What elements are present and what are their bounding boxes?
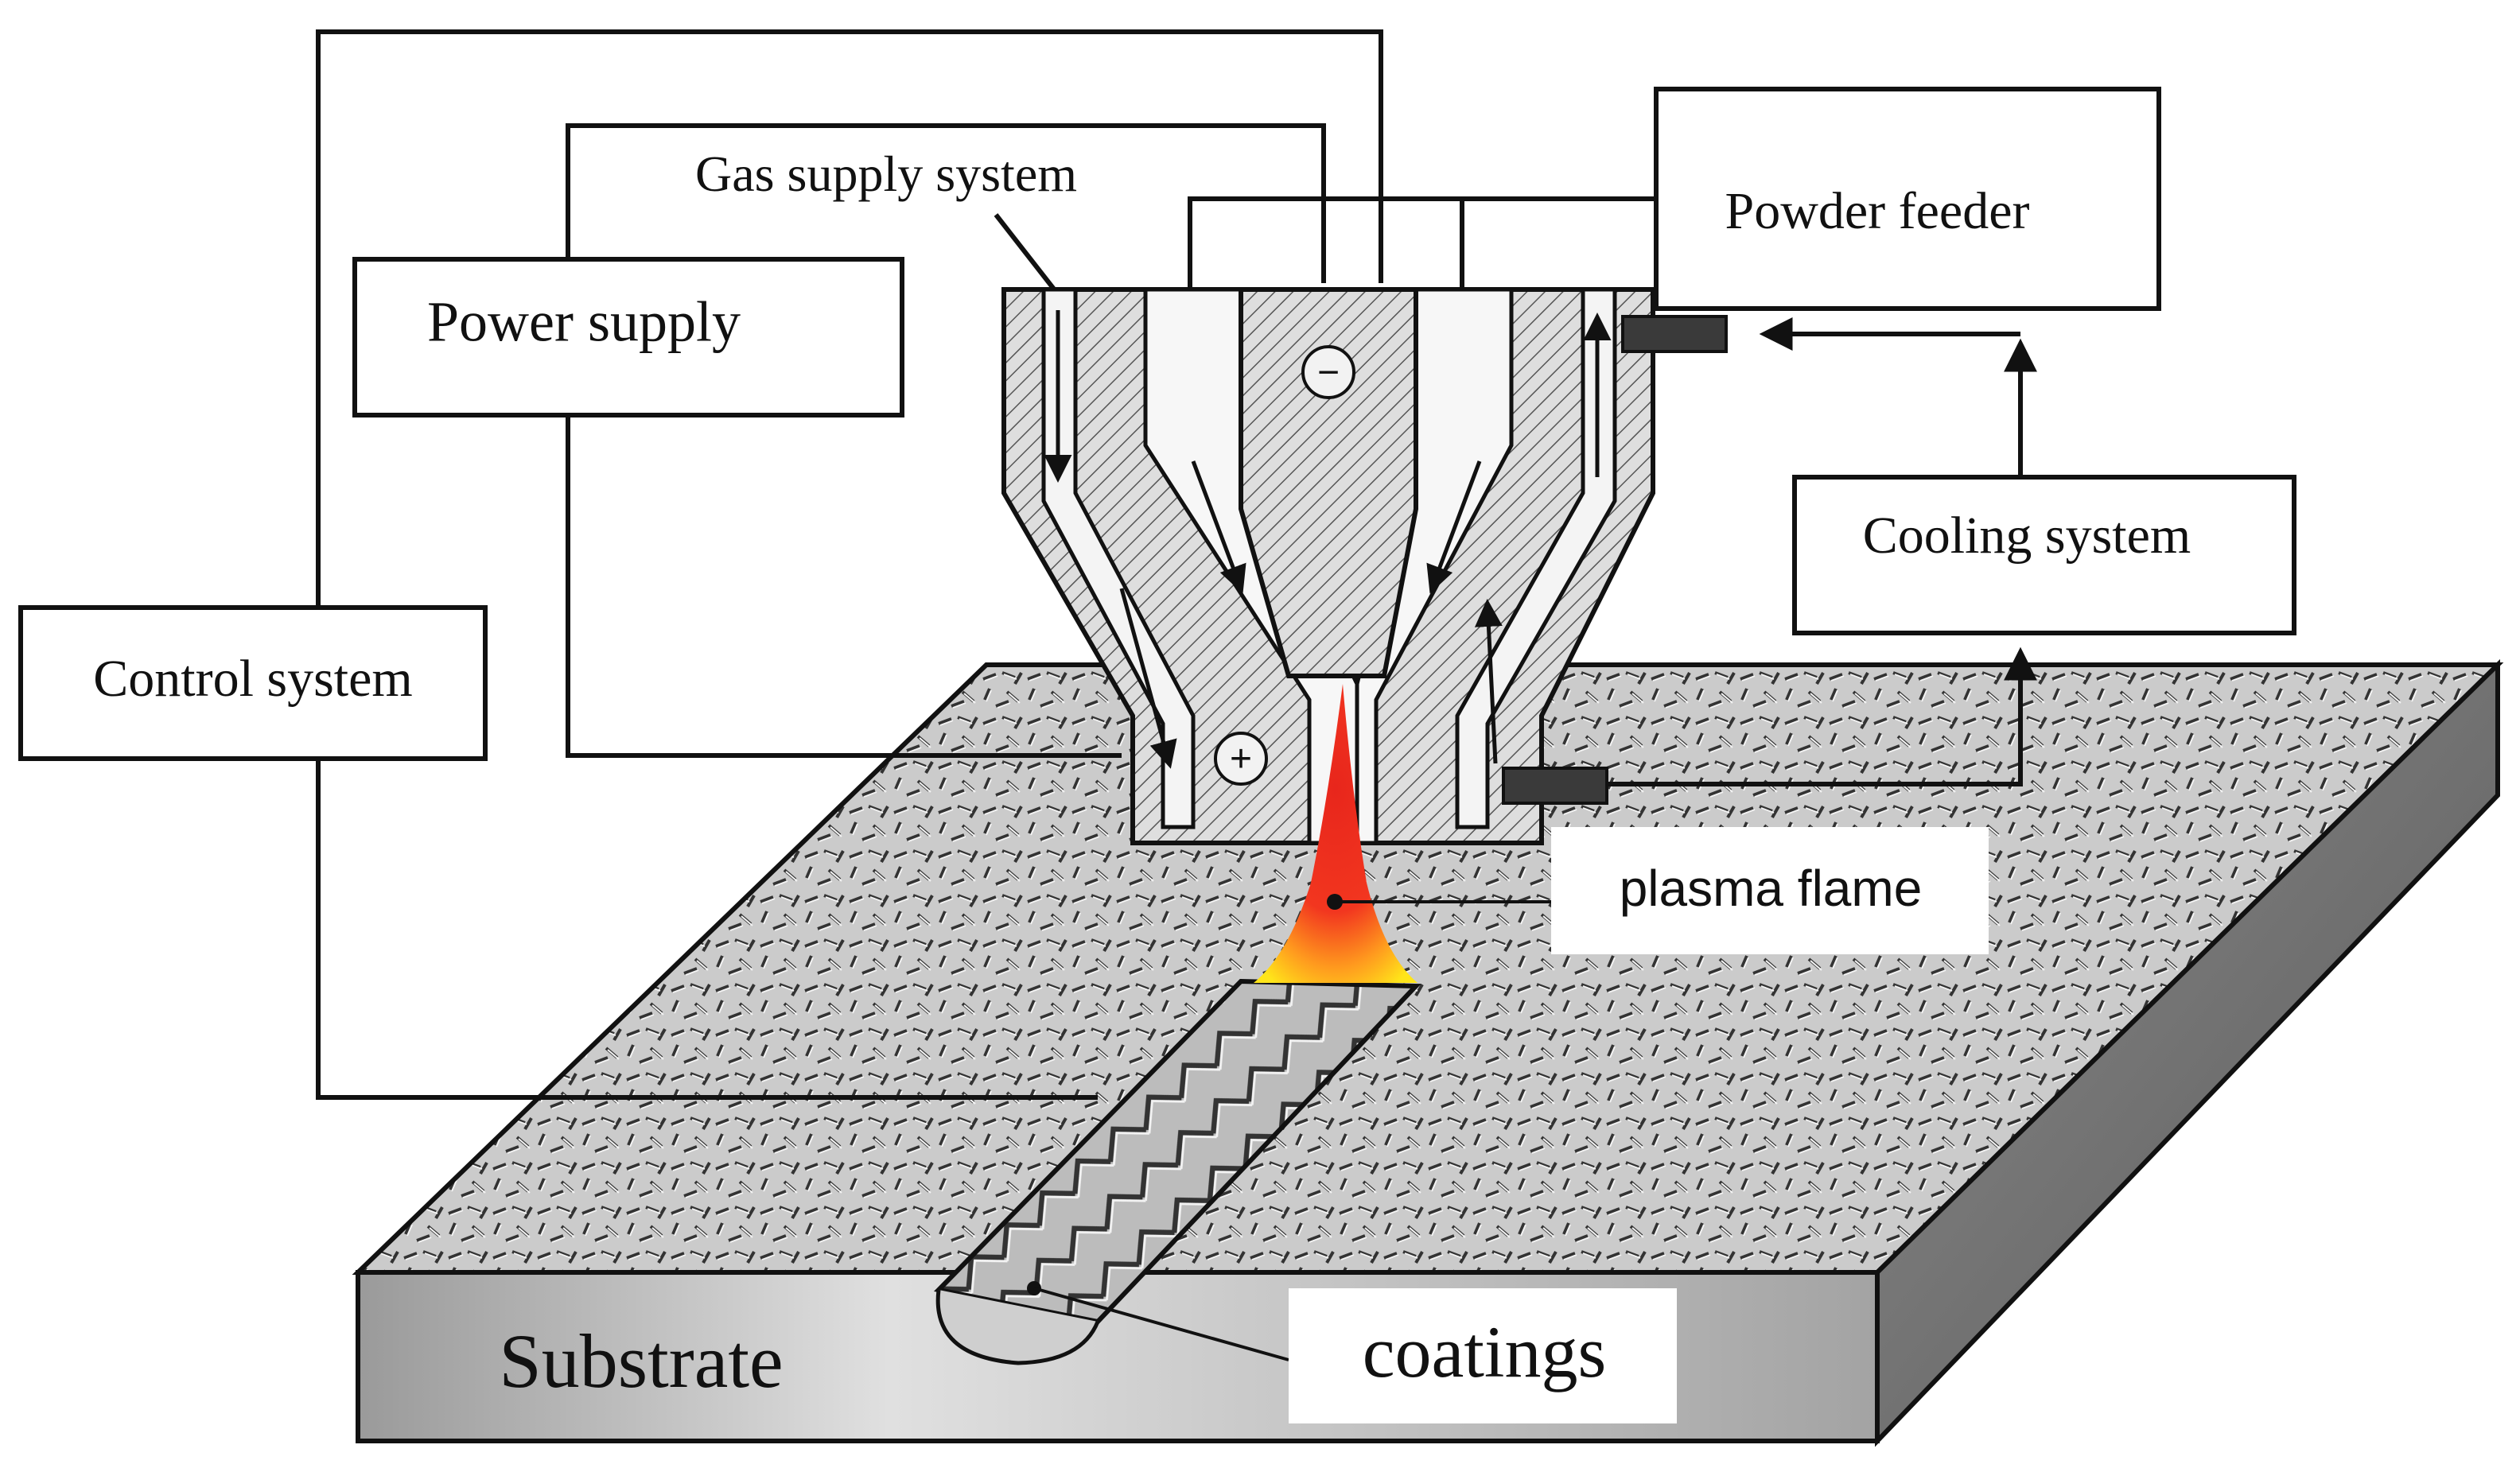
coatings-pointer xyxy=(1033,1287,1289,1361)
coatings-label: coatings xyxy=(1363,1311,1607,1392)
plasma-flame-label: plasma flame xyxy=(1620,860,1923,917)
positive-electrode-icon xyxy=(1214,732,1268,786)
cooling-system-box: Cooling system xyxy=(1792,475,2296,635)
substrate-slab xyxy=(352,658,2504,1447)
coating-cross-section xyxy=(935,1289,1100,1365)
upper-port xyxy=(1621,315,1728,353)
power-supply-box: Power supply xyxy=(352,257,904,417)
coatings-box: coatings xyxy=(1289,1288,1677,1423)
powder-feeder-box: Powder feeder xyxy=(1654,87,2161,311)
substrate-label: Substrate xyxy=(499,1318,783,1404)
powder-feeder-label: Powder feeder xyxy=(1725,182,2030,240)
right-cooling-channel xyxy=(1455,287,1617,829)
power-supply-label: Power supply xyxy=(427,290,741,354)
positive-electrode-sign: + xyxy=(1230,738,1252,780)
cathode xyxy=(1239,287,1418,678)
gas-supply-system-label-group: Gas supply system xyxy=(695,146,1077,202)
negative-electrode-icon xyxy=(1301,345,1355,399)
control-system-box: Control system xyxy=(18,605,488,761)
cooling-system-label: Cooling system xyxy=(1863,507,2191,565)
control-system-label: Control system xyxy=(93,650,413,708)
plasma-flame xyxy=(1254,684,1418,983)
flow-arrow-icon xyxy=(1044,310,1612,769)
plasma-flame-box: plasma flame xyxy=(1551,827,1989,954)
left-cooling-channel xyxy=(1041,287,1196,829)
plasma-torch: − + xyxy=(1001,287,1728,845)
gas-supply-system-label: Gas supply system xyxy=(695,146,1077,202)
lower-port xyxy=(1502,767,1608,805)
negative-electrode-sign: − xyxy=(1317,351,1340,394)
